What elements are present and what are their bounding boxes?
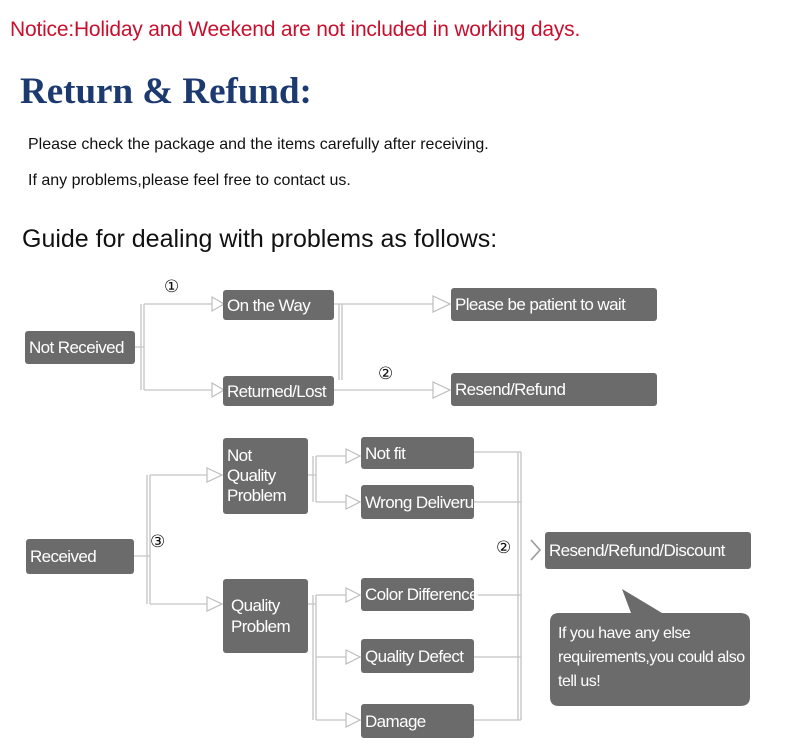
arrow-head-wait [432,295,452,313]
connector-not-quality-split [307,456,317,502]
node-on-the-way: On the Way [223,290,334,320]
arrow-head-wrong-delivery [345,494,362,510]
arrow-head-quality [206,596,224,612]
intro-line-1: Please check the package and the items c… [28,136,489,153]
guide-heading: Guide for dealing with problems as follo… [22,225,498,253]
arrow-head-damage [345,712,362,728]
node-damage: Damage [361,704,474,738]
node-not-fit: Not fit [361,437,474,469]
arrow-head-on-the-way [211,295,226,313]
node-received: Received [26,539,134,574]
note-bubble [550,589,750,706]
node-resend-refund: Resend/Refund [451,373,657,406]
marker-4: ② [496,538,512,558]
node-quality-defect: Quality Defect [361,639,474,673]
note-text: If you have any else requirements,you co… [558,625,745,690]
marker-3: ③ [150,532,166,552]
node-please-wait: Please be patient to wait [451,288,657,321]
arrow-head-color [345,587,362,603]
intro-line-2: If any problems,please feel free to cont… [28,172,351,189]
page-title: Return & Refund: [20,71,312,112]
marker-2: ② [378,364,394,384]
holiday-notice: Notice:Holiday and Weekend are not inclu… [10,18,581,41]
node-returned-lost: Returned/Lost [223,376,334,406]
connector-on-the-way-split [333,303,343,380]
arrow-head-not-quality [206,467,224,483]
node-not-received: Not Received [25,331,135,364]
node-not-quality-problem: Not Quality Problem [223,438,308,514]
arrow-head-returned [211,381,226,399]
connector-not-received-split [134,304,145,390]
arrow-head-resend [432,381,452,399]
node-resend-refund-discount: Resend/Refund/Discount [545,532,751,569]
node-quality-problem: Quality Problem [223,579,308,653]
connector-received-split [134,475,151,604]
connector-collector [474,451,522,721]
connector-quality-split [307,595,317,720]
node-wrong-delivery: Wrong Deliveru [361,485,474,519]
node-color-difference: Color Difference [361,578,479,611]
marker-1: ① [164,277,180,297]
chevron-icon [530,539,542,561]
arrow-head-not-fit [345,448,362,464]
arrow-head-defect [345,649,362,665]
